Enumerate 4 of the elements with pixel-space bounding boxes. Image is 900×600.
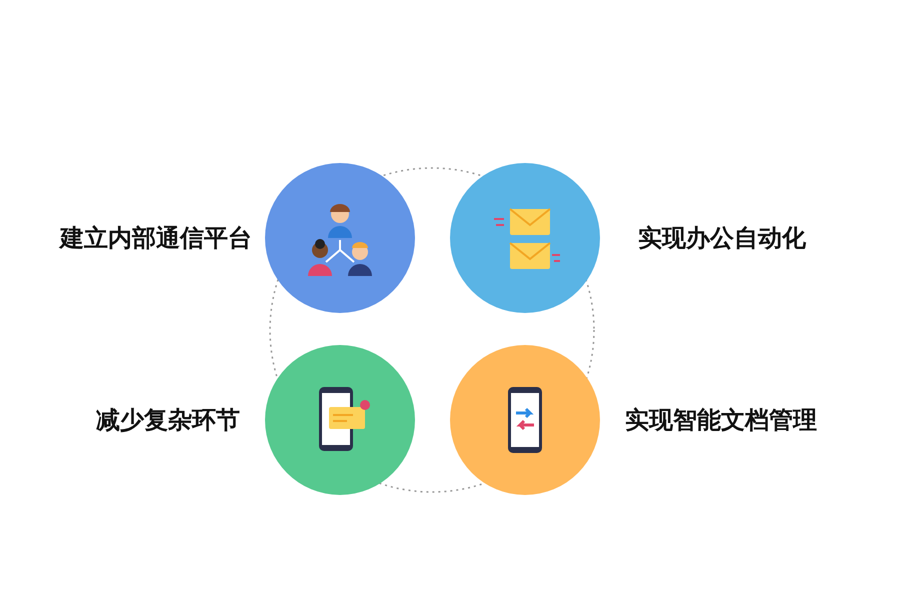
feature-label: 实现智能文档管理 [625, 405, 817, 436]
feature-label: 实现办公自动化 [638, 223, 806, 254]
feature-label: 减少复杂环节 [96, 405, 240, 436]
feature-label: 建立内部通信平台 [60, 223, 252, 254]
